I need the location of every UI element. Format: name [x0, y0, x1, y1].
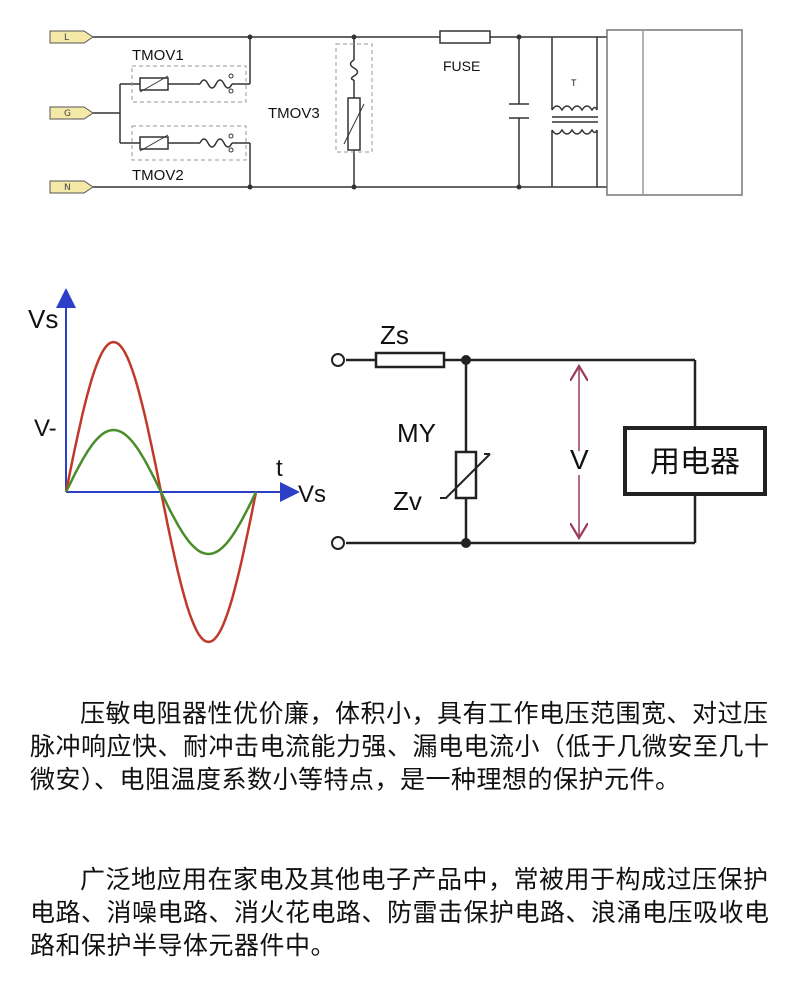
surge-protection-circuit: L G N TMOV1 TMOV2 TMOV3 FUSE T — [49, 29, 743, 196]
t-label: t — [276, 455, 283, 482]
tmov1-component — [131, 65, 247, 103]
zv-label: Zv — [393, 486, 422, 516]
paragraph-applications: 广泛地应用在家电及其他电子产品中，常被用于构成过压保护电路、消噪电路、消火花电路… — [30, 863, 770, 962]
x-axis-label: Vs — [298, 481, 326, 508]
my-label: MY — [397, 418, 436, 448]
input-terminal-bottom — [331, 536, 345, 550]
tmov3-label: TMOV3 — [268, 105, 320, 122]
paragraph-characteristics: 压敏电阻器性优价廉，体积小，具有工作电压范围宽、对过压脉冲响应快、耐冲击电流能力… — [30, 697, 770, 796]
tmov2-component — [131, 125, 247, 161]
tmov2-label: TMOV2 — [132, 167, 184, 184]
paragraph-text: 压敏电阻器性优价廉，体积小，具有工作电压范围宽、对过压脉冲响应快、耐冲击电流能力… — [30, 699, 770, 794]
svg-text:G: G — [64, 109, 71, 119]
terminal-n: N — [49, 180, 94, 194]
varistor-figures: Vs V- t Vs Zs MY Zv V 用电器 — [28, 288, 767, 644]
fuse-component — [439, 30, 491, 44]
terminal-g: G — [49, 106, 94, 120]
load-label: 用电器 — [650, 445, 740, 480]
zs-label: Zs — [380, 320, 409, 350]
transformer-label: T — [571, 78, 577, 88]
terminal-l: L — [49, 30, 94, 44]
svg-text:N: N — [64, 183, 71, 193]
tmov3-component — [335, 43, 373, 153]
paragraph-text: 广泛地应用在家电及其他电子产品中，常被用于构成过压保护电路、消噪电路、消火花电路… — [30, 865, 770, 960]
clamped-voltage-curve — [64, 428, 258, 556]
y-axis-label: Vs — [28, 304, 58, 334]
tmov1-label: TMOV1 — [132, 47, 184, 64]
zs-impedance — [374, 351, 446, 369]
load-box — [623, 426, 767, 496]
svg-text:L: L — [64, 33, 69, 43]
fuse-label: FUSE — [443, 58, 480, 74]
voltage-label: V — [570, 444, 589, 475]
clamp-level-label: V- — [34, 415, 57, 442]
input-terminal-top — [331, 353, 345, 367]
varistor-my — [440, 450, 491, 500]
